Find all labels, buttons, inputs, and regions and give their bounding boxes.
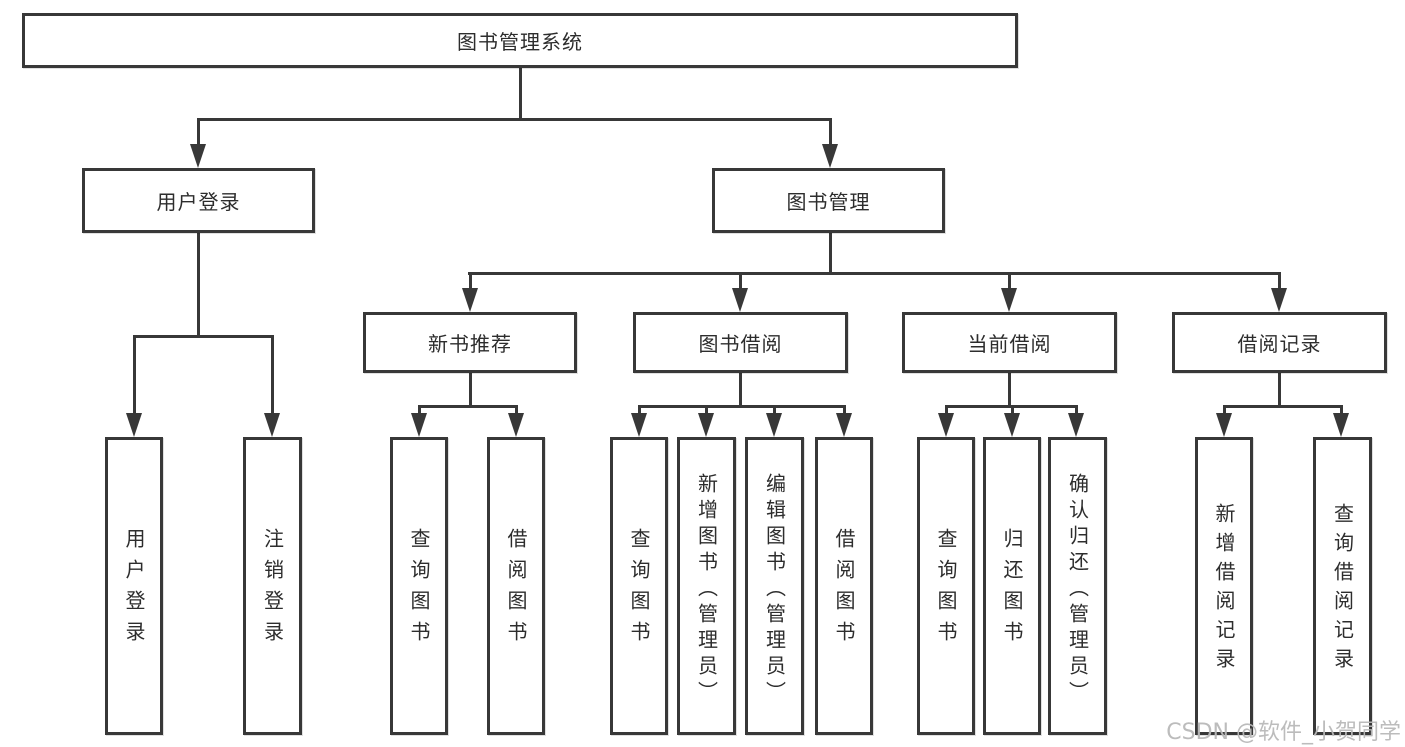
leaf-borrow-book: 借阅图书	[815, 437, 873, 735]
arrowhead-down-icon	[732, 288, 748, 312]
connector-vline	[638, 405, 641, 415]
arrowhead-down-icon	[411, 413, 427, 437]
connector-vline	[739, 272, 742, 290]
arrowhead-down-icon	[1271, 288, 1287, 312]
arrowhead-down-icon	[264, 413, 280, 437]
connector-vline	[519, 68, 522, 118]
connector-vline	[739, 373, 742, 405]
leaf-add-borrow-record: 新增借阅记录	[1195, 437, 1253, 735]
connector-vline	[829, 233, 832, 272]
node-new-book-recommend: 新书推荐	[363, 312, 577, 373]
arrowhead-down-icon	[631, 413, 647, 437]
leaf-add-book-admin: 新增图书（管理员）	[677, 437, 736, 735]
arrowhead-down-icon	[126, 413, 142, 437]
watermark: CSDN @软件_小贺同学	[1166, 720, 1401, 745]
connector-vline	[705, 405, 708, 415]
node-book-borrow: 图书借阅	[633, 312, 848, 373]
arrowhead-down-icon	[938, 413, 954, 437]
connector-hline	[468, 272, 1281, 275]
arrowhead-down-icon	[1004, 413, 1020, 437]
leaf-query-book-recommend: 查询图书	[390, 437, 448, 735]
node-library-management-system: 图书管理系统	[22, 13, 1018, 68]
connector-vline	[469, 373, 472, 405]
connector-vline	[469, 272, 472, 290]
connector-vline	[1223, 405, 1226, 415]
connector-vline	[773, 405, 776, 415]
leaf-return-book: 归还图书	[983, 437, 1041, 735]
connector-vline	[515, 405, 518, 415]
connector-hline	[418, 405, 518, 408]
arrowhead-down-icon	[508, 413, 524, 437]
leaf-confirm-return-admin: 确认归还（管理员）	[1048, 437, 1107, 735]
arrowhead-down-icon	[698, 413, 714, 437]
arrowhead-down-icon	[1068, 413, 1084, 437]
arrowhead-down-icon	[836, 413, 852, 437]
connector-vline	[1278, 373, 1281, 405]
arrowhead-down-icon	[462, 288, 478, 312]
connector-vline	[197, 118, 200, 146]
connector-hline	[638, 405, 846, 408]
leaf-edit-book-admin: 编辑图书（管理员）	[745, 437, 804, 735]
node-book-management: 图书管理	[712, 168, 945, 233]
connector-vline	[843, 405, 846, 415]
connector-vline	[829, 118, 832, 146]
connector-vline	[133, 335, 136, 415]
leaf-query-book-borrow: 查询图书	[610, 437, 668, 735]
connector-vline	[197, 233, 200, 335]
connector-vline	[1008, 272, 1011, 290]
connector-vline	[1008, 373, 1011, 405]
leaf-borrow-book-recommend: 借阅图书	[487, 437, 545, 735]
node-user-login: 用户登录	[82, 168, 315, 233]
connector-vline	[1011, 405, 1014, 415]
connector-vline	[1278, 272, 1281, 290]
node-current-borrow: 当前借阅	[902, 312, 1117, 373]
leaf-user-login: 用户登录	[105, 437, 163, 735]
connector-hline	[133, 335, 274, 338]
leaf-query-book-current: 查询图书	[917, 437, 975, 735]
leaf-logout: 注销登录	[243, 437, 302, 735]
node-borrow-records: 借阅记录	[1172, 312, 1387, 373]
connector-vline	[1340, 405, 1343, 415]
connector-vline	[1075, 405, 1078, 415]
connector-vline	[418, 405, 421, 415]
arrowhead-down-icon	[1001, 288, 1017, 312]
arrowhead-down-icon	[1216, 413, 1232, 437]
connector-hline	[1223, 405, 1343, 408]
leaf-query-borrow-record: 查询借阅记录	[1313, 437, 1372, 735]
arrowhead-down-icon	[766, 413, 782, 437]
connector-hline	[197, 118, 832, 121]
connector-vline	[271, 335, 274, 415]
arrowhead-down-icon	[822, 144, 838, 168]
arrowhead-down-icon	[190, 144, 206, 168]
connector-vline	[945, 405, 948, 415]
arrowhead-down-icon	[1333, 413, 1349, 437]
